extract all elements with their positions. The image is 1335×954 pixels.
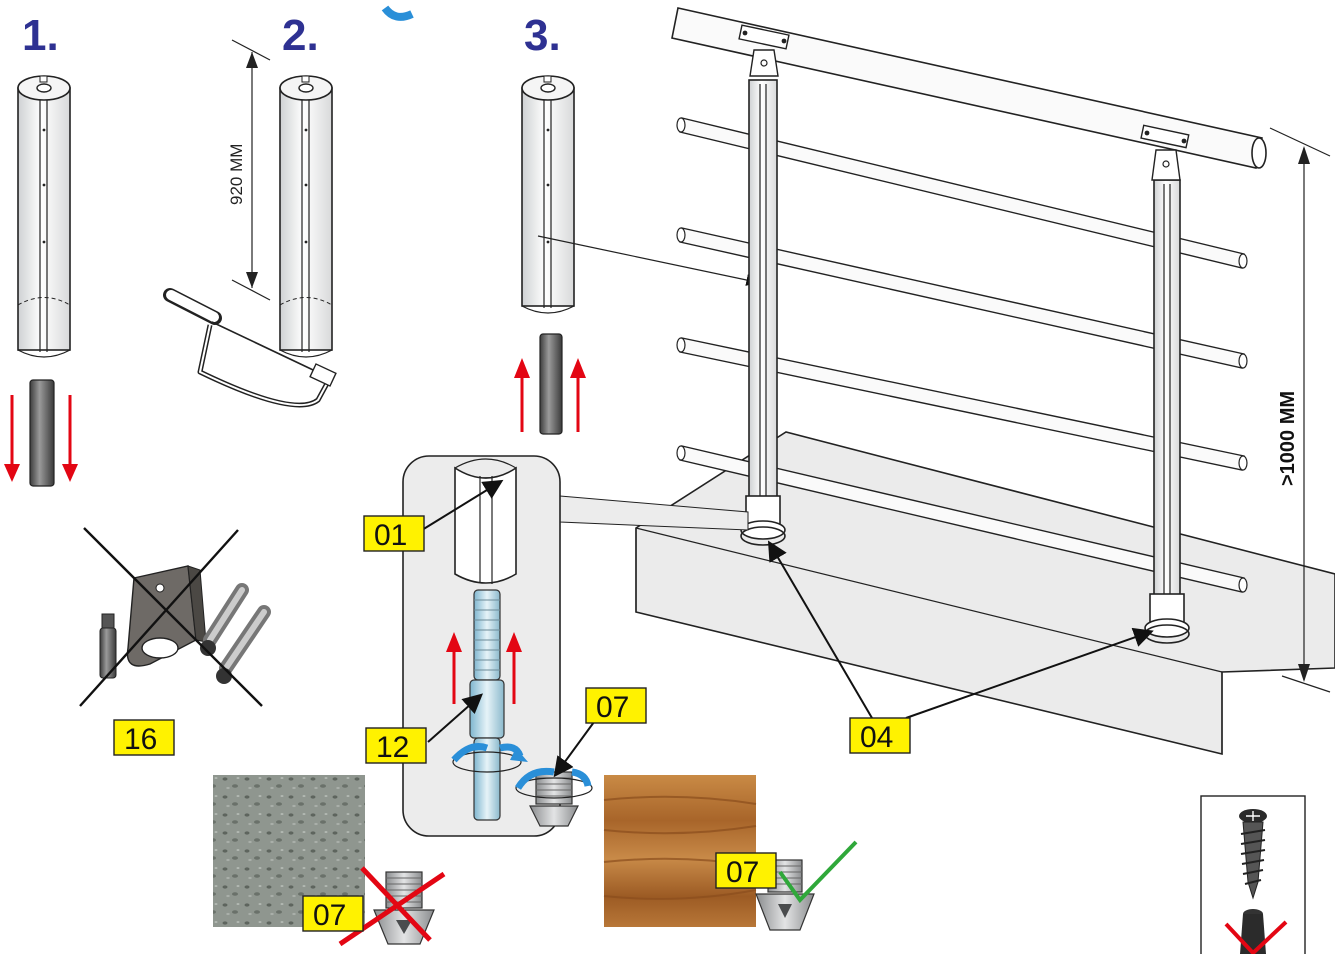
saw-icon: [163, 288, 337, 408]
step-3-number: 3.: [524, 11, 561, 60]
svg-text:16: 16: [124, 723, 157, 756]
part-label-07-detail: 07: [585, 687, 647, 724]
cross-icon: [1224, 920, 1288, 954]
wood-screw-icon: [1239, 809, 1267, 900]
cut-length-label: 920 MM: [227, 144, 246, 205]
grub-screw-07: [529, 771, 579, 827]
part-label-07-concrete: 07: [302, 895, 364, 932]
svg-text:04: 04: [860, 721, 893, 754]
red-arrow-down-icon: [4, 395, 78, 482]
handrail-top: [671, 7, 1267, 169]
part-label-07-wood: 07: [715, 852, 777, 889]
horizontal-bars: [676, 117, 1248, 593]
cross-icon: [79, 527, 263, 707]
step-2-post-tube: [279, 75, 333, 358]
svg-text:07: 07: [313, 899, 346, 932]
pointer-01: [421, 479, 504, 531]
railing-post-right: [1140, 124, 1190, 644]
red-arrow-up-icon: [514, 358, 586, 432]
step-1-number: 1.: [22, 11, 59, 60]
blue-brand-swoosh: [381, 5, 414, 21]
part-label-01: 01: [363, 515, 425, 552]
wood-surface-sample: [603, 775, 757, 927]
rail-height-dimension-line: [1269, 127, 1331, 693]
step-3-post-tube: [521, 75, 575, 314]
rotate-arrow-icon: [451, 743, 528, 773]
pointer-04-left: [767, 540, 873, 719]
check-icon: [778, 840, 858, 904]
railing-post-left: [738, 24, 790, 546]
svg-text:01: 01: [374, 519, 407, 552]
svg-text:07: 07: [726, 856, 759, 889]
pointer-04-right: [905, 627, 1154, 719]
pointer-12: [427, 693, 483, 743]
part-label-16: 16: [113, 719, 175, 756]
insert-pipe-step-3: [539, 333, 563, 435]
rail-height-label: >1000 MM: [1277, 391, 1299, 486]
svg-text:07: 07: [596, 691, 629, 724]
insert-pipe-step-1: [29, 379, 55, 487]
wall-plug-icon: [1240, 909, 1266, 954]
svg-text:12: 12: [376, 731, 409, 764]
step-2-number: 2.: [282, 11, 319, 60]
cross-icon: [338, 866, 446, 947]
threaded-bolt: [469, 589, 505, 821]
part-label-12: 12: [365, 727, 427, 764]
pointer-07-detail: [553, 721, 595, 778]
rotate-arrow-icon: [514, 767, 593, 799]
step-1-post-tube: [17, 75, 71, 358]
base-sleeve-detail: [454, 458, 517, 584]
red-arrow-up-icon: [446, 632, 522, 704]
part-label-04: 04: [849, 717, 911, 754]
cut-length-dimension-line: [231, 39, 271, 301]
floor-slab: [635, 431, 1335, 756]
tube-to-post-pointer: [537, 235, 759, 286]
